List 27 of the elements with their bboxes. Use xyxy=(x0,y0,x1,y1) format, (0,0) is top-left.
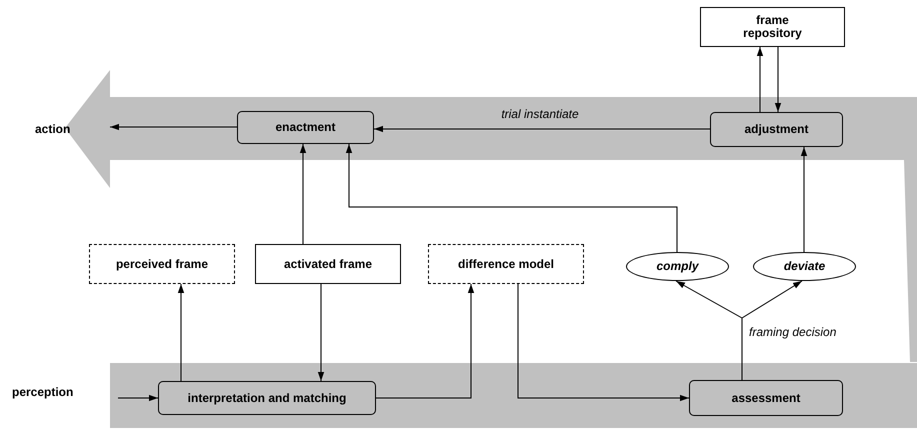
arrow xyxy=(118,394,158,402)
arrow xyxy=(110,124,238,130)
arrow xyxy=(800,146,808,252)
decision-ellipse: comply xyxy=(626,252,729,281)
arrow xyxy=(518,284,690,402)
process-box: adjustment xyxy=(710,112,843,147)
arrow xyxy=(374,126,710,132)
lane-label: action xyxy=(35,122,70,136)
arrow xyxy=(178,284,184,382)
frame-box: frame repository xyxy=(700,7,845,47)
process-box: assessment xyxy=(689,380,843,416)
dashed-box: perceived frame xyxy=(89,244,235,284)
arrow xyxy=(756,46,764,112)
process-box: interpretation and matching xyxy=(158,381,376,415)
process-box: enactment xyxy=(237,111,374,144)
decision-ellipse: deviate xyxy=(753,252,856,281)
arrow xyxy=(318,284,324,382)
frame-box: activated frame xyxy=(255,244,401,284)
arrow xyxy=(300,144,306,244)
arrow xyxy=(742,280,802,380)
arrow xyxy=(774,46,782,112)
lane-label: perception xyxy=(12,385,74,399)
edge-label: framing decision xyxy=(747,325,838,339)
arrow xyxy=(346,144,678,252)
arrow xyxy=(376,284,474,398)
dashed-box: difference model xyxy=(428,244,584,284)
edge-label: trial instantiate xyxy=(499,107,581,121)
